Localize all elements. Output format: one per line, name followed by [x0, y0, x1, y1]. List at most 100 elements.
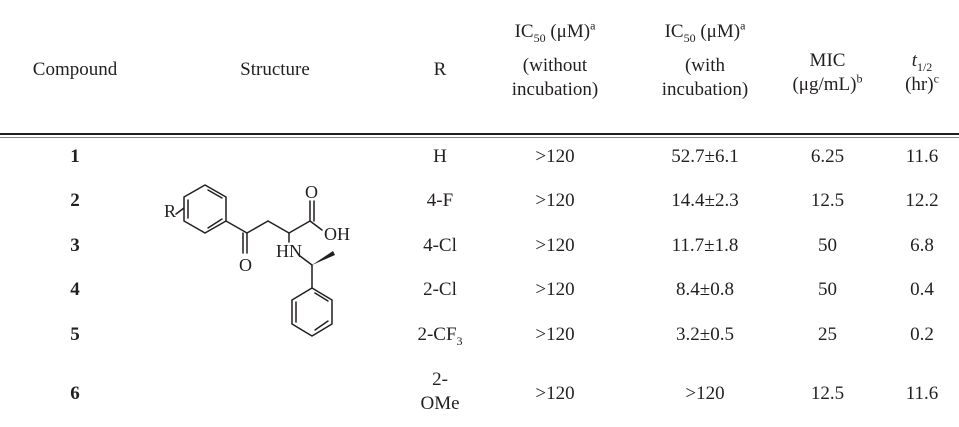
r-main: 2-CF	[417, 324, 457, 346]
ic50-with-value: >120	[685, 383, 725, 405]
structure-label-hn: HN	[276, 241, 302, 261]
mic-value: 6.25	[810, 146, 845, 168]
header-ic50-without-line1: IC50 (μM)a	[515, 20, 596, 44]
footnote-a-marker: a	[740, 19, 746, 34]
t-half-value: 12.2	[905, 190, 939, 212]
ic50-with-value: 3.2±0.5	[676, 324, 734, 346]
t-half-value: 11.6	[905, 383, 939, 405]
aryl-ring	[183, 184, 227, 234]
header-mic-line2: (μg/mL)b	[792, 73, 862, 97]
table-row-t-half: 11.6	[885, 370, 959, 418]
header-half-life: t1/2 (hr)c	[885, 40, 959, 106]
table-row-r: 4-Cl	[400, 229, 480, 263]
ic50-without-value: >120	[535, 383, 575, 405]
r-main: 4-Cl	[423, 235, 457, 257]
footnote-b-marker: b	[856, 71, 863, 86]
mic-value: 12.5	[810, 190, 845, 212]
compound-id: 4	[70, 279, 80, 301]
table-row-r: 2-CF3	[400, 318, 480, 352]
half-life-unit: (hr)	[905, 74, 934, 95]
table-row-t-half: 12.2	[885, 184, 959, 218]
table-row-t-half: 0.4	[885, 273, 959, 307]
table-row-ic50-with: 8.4±0.8	[635, 273, 775, 307]
r-value: 4-Cl	[423, 234, 457, 258]
mic-value: 50	[818, 279, 837, 301]
table-row-mic: 50	[775, 273, 880, 307]
r-value: 2-	[432, 368, 448, 392]
table-row-t-half: 6.8	[885, 229, 959, 263]
ic50-without-value: >120	[535, 324, 575, 346]
table-row-ic50-with: 52.7±6.1	[635, 140, 775, 174]
compound-id: 6	[70, 383, 80, 405]
compound-id: 5	[70, 324, 80, 346]
header-ic50-without-line3: incubation)	[511, 78, 599, 100]
mic-unit: (μg/mL)	[792, 74, 857, 95]
ic50-with-value: 52.7±6.1	[671, 146, 739, 168]
r-main: 2-Cl	[423, 279, 457, 301]
table-row-compound: 3	[0, 229, 150, 263]
table-row-ic50-without: >120	[490, 273, 620, 307]
mic-value: 50	[818, 235, 837, 257]
compound-id: 3	[70, 235, 80, 257]
r-value: 4-F	[427, 189, 453, 213]
table-row-r: 4-F	[400, 184, 480, 218]
compound-id: 2	[70, 190, 80, 212]
header-ic50-with: IC50 (μM)a (with incubation)	[635, 6, 775, 116]
table-row-mic: 25	[775, 318, 880, 352]
mic-value: 12.5	[810, 383, 845, 405]
table-row-ic50-without: >120	[490, 370, 620, 418]
header-structure: Structure	[180, 40, 370, 100]
table-row-ic50-with: >120	[635, 370, 775, 418]
t-half-value: 6.8	[910, 235, 934, 257]
table-row-ic50-without: >120	[490, 140, 620, 174]
ic50-subscript: 50	[683, 31, 696, 46]
header-rule	[0, 133, 959, 135]
table-row-ic50-without: >120	[490, 318, 620, 352]
table-row-t-half: 0.2	[885, 318, 959, 352]
structure-label-o-carboxyl: O	[305, 182, 318, 202]
r-main: H	[433, 146, 447, 168]
header-mic-line1: MIC	[809, 50, 846, 72]
table-row-r: 2-Cl	[400, 273, 480, 307]
structure-label-o-ketone: O	[239, 255, 252, 275]
r-value: H	[433, 145, 447, 169]
ic50-prefix: IC	[664, 21, 684, 43]
phenyl-ring	[291, 287, 333, 337]
header-ic50-without-line2: (without	[522, 55, 588, 77]
ic50-subscript: 50	[533, 31, 546, 46]
ic50-without-value: >120	[535, 190, 575, 212]
ic50-with-value: 8.4±0.8	[676, 279, 734, 301]
t-half-value: 0.4	[910, 279, 934, 301]
table-row-ic50-with: 3.2±0.5	[635, 318, 775, 352]
table-row-r: H	[400, 140, 480, 174]
header-compound: Compound	[0, 40, 150, 100]
header-half-life-line2: (hr)c	[905, 73, 939, 97]
mic-value: 25	[818, 324, 837, 346]
t-half-value: 11.6	[905, 146, 939, 168]
ic50-without-value: >120	[535, 279, 575, 301]
ic50-without-value: >120	[535, 235, 575, 257]
ic50-unit: (μM)	[695, 21, 741, 43]
table-row-compound: 5	[0, 318, 150, 352]
r-main: 4-F	[426, 190, 454, 212]
header-ic50-with-line1: IC50 (μM)a	[665, 20, 746, 44]
half-life-subscript: 1/2	[916, 60, 933, 75]
table-row-t-half: 11.6	[885, 140, 959, 174]
ic50-unit: (μM)	[545, 21, 591, 43]
t-half-value: 0.2	[910, 324, 934, 346]
table-row-mic: 12.5	[775, 184, 880, 218]
header-ic50-without: IC50 (μM)a (without incubation)	[490, 6, 620, 116]
footnote-c-marker: c	[933, 71, 939, 86]
ic50-with-value: 14.4±2.3	[671, 190, 739, 212]
table-row-compound: 6	[0, 370, 150, 418]
header-structure-label: Structure	[240, 59, 310, 81]
table-row-mic: 6.25	[775, 140, 880, 174]
footnote-a-marker: a	[590, 19, 596, 34]
r-value-line2: OMe	[420, 393, 460, 414]
header-ic50-with-line2: (with	[684, 55, 726, 77]
table-row-compound: 1	[0, 140, 150, 174]
r-sub: 3	[456, 333, 463, 348]
chemical-structure: R O OH O HN	[164, 182, 350, 337]
ic50-without-value: >120	[535, 146, 575, 168]
